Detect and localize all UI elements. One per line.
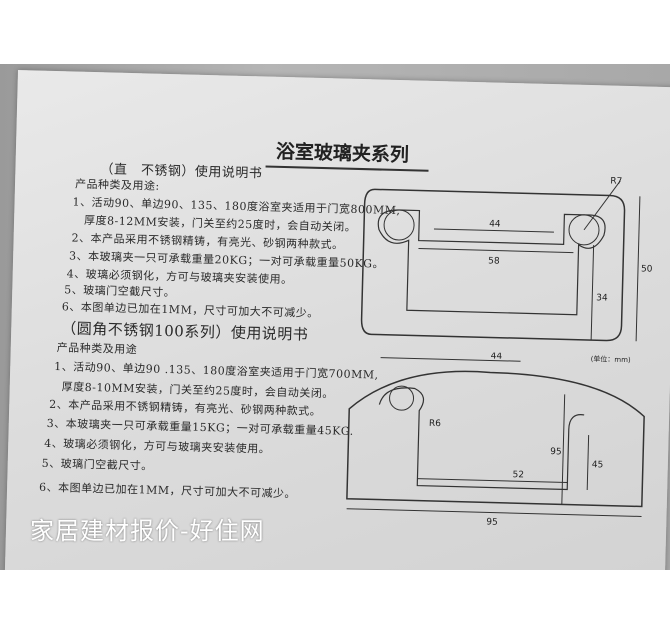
dimension-label: 34 xyxy=(596,293,608,303)
unit-label: (单位：mm) xyxy=(591,354,632,364)
dimension-label: 58 xyxy=(488,256,500,266)
dimension-label: 50 xyxy=(641,264,653,274)
radius-label: R6 xyxy=(429,419,442,429)
section2-item: 5、玻璃门空截尺寸。 xyxy=(41,456,153,473)
clamp-diagram-square: R7 44 58 34 50 (单位：mm) xyxy=(360,177,653,364)
dimension-label: 95 xyxy=(486,517,498,527)
watermark: 家居建材报价-好住网 xyxy=(30,517,265,545)
document-title: 浴室玻璃夹系列 xyxy=(265,136,430,172)
document-photo: 浴室玻璃夹系列 （直 不锈钢）使用说明书 产品种类及用途: 1、活动90、单边9… xyxy=(0,64,670,570)
dimension-label: 44 xyxy=(491,351,503,361)
section1-item: 5、玻璃门空截尺寸。 xyxy=(64,283,176,300)
dimension-label: 45 xyxy=(592,460,604,470)
section2-item: 6、本图单边已加在1MM，尺寸可加大不可减少。 xyxy=(38,480,297,501)
section1-subheading: 产品种类及用途: xyxy=(74,177,160,193)
section2-item: 4、玻璃必须钢化，方可与玻璃夹安装使用。 xyxy=(44,436,271,456)
radius-label: R7 xyxy=(610,177,622,187)
section2-subheading: 产品种类及用途 xyxy=(56,341,138,357)
dimension-label: 95 xyxy=(550,447,562,457)
dimension-label: 52 xyxy=(512,470,524,480)
instruction-sheet: 浴室玻璃夹系列 （直 不锈钢）使用说明书 产品种类及用途: 1、活动90、单边9… xyxy=(4,70,670,570)
dimension-label: 44 xyxy=(489,219,501,229)
clamp-diagram-round: 44 R6 95 45 52 95 xyxy=(346,351,645,528)
